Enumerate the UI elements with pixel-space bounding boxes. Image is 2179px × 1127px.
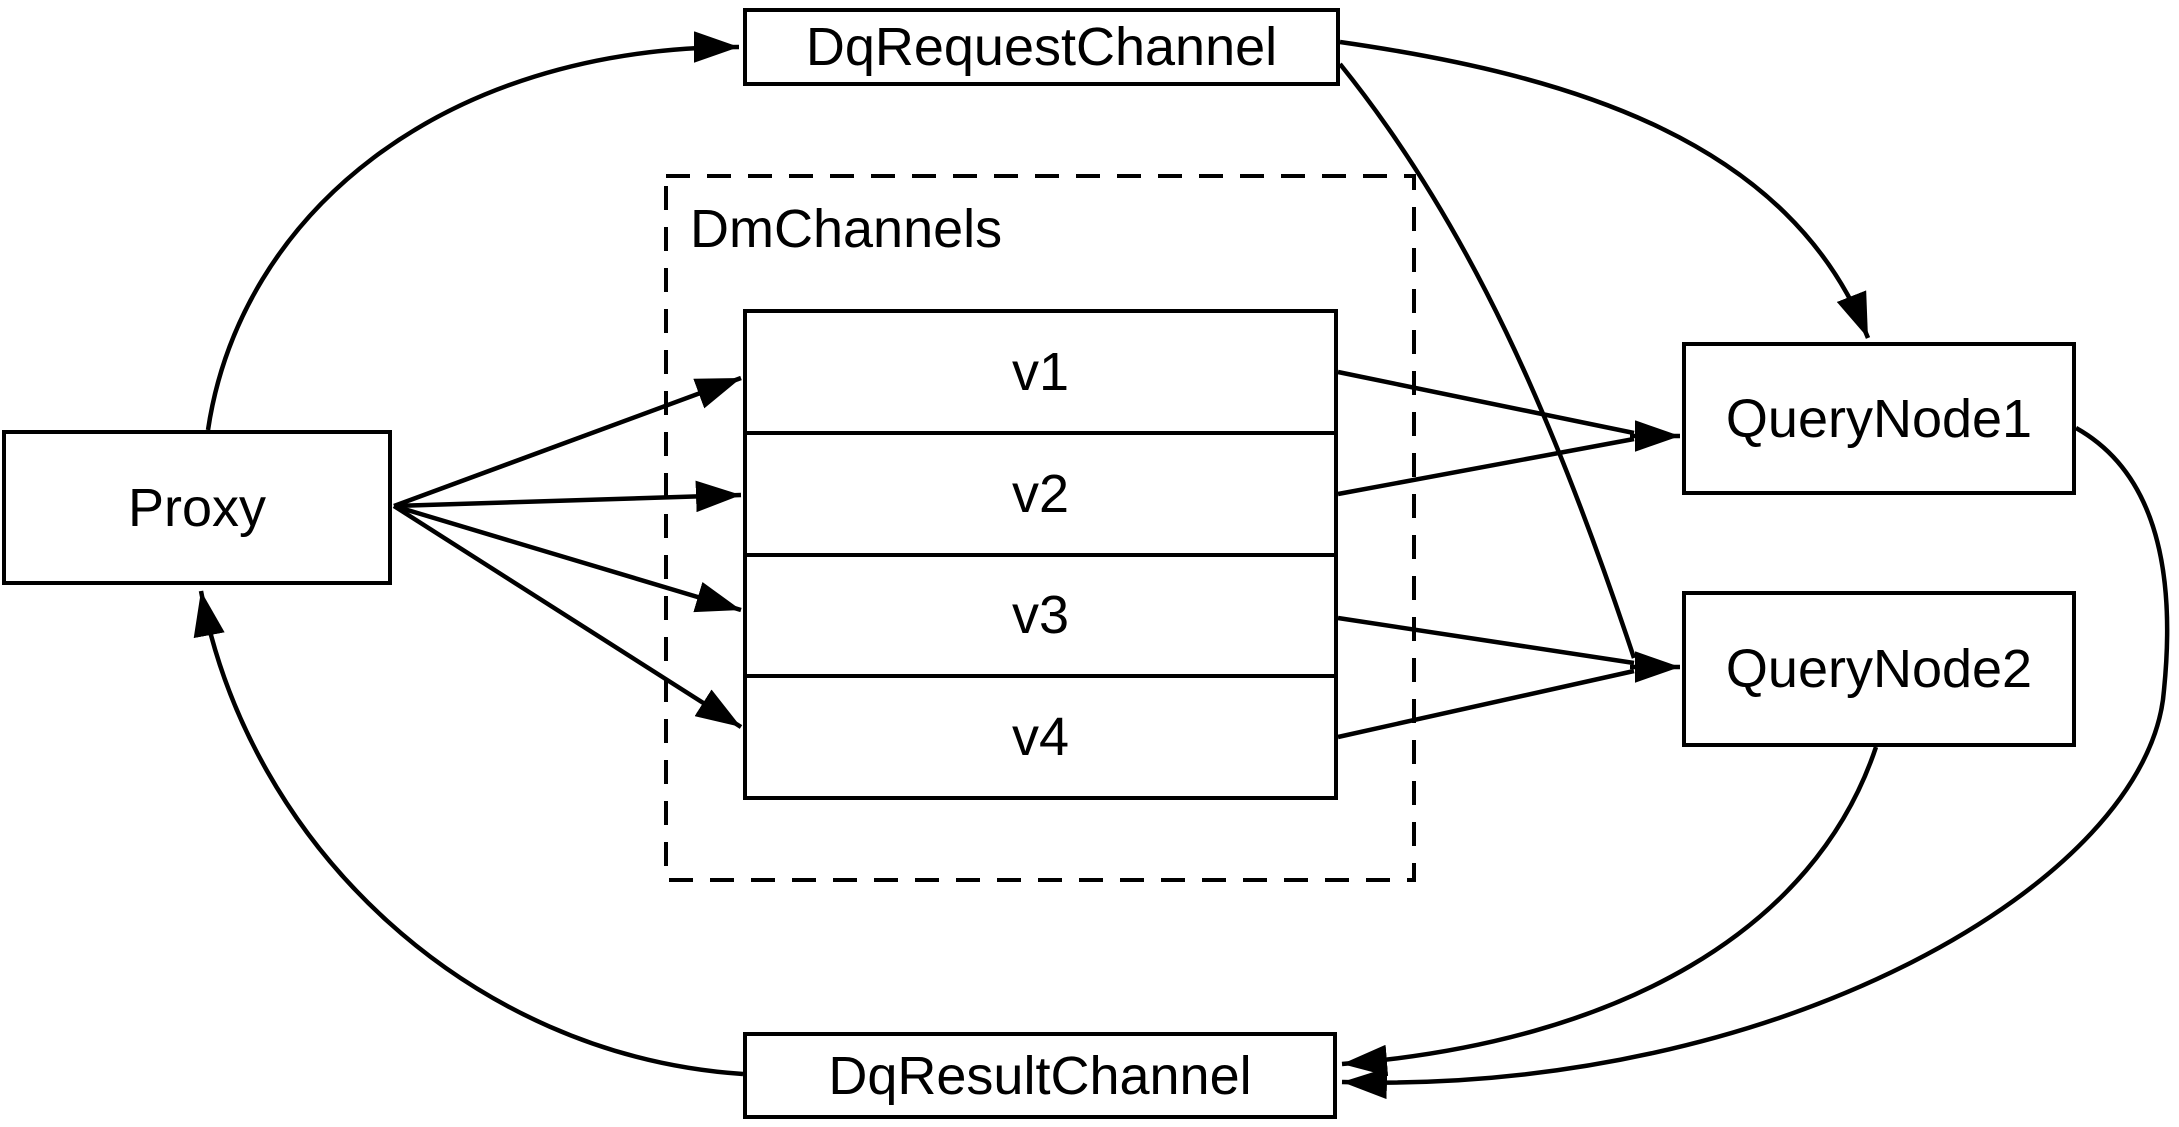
proxy-label: Proxy — [127, 477, 267, 538]
node-proxy: Proxy — [2, 430, 392, 585]
channel-row-v4: v4 — [747, 674, 1334, 796]
edge-v3-to-query-node-2 — [1337, 615, 1635, 666]
edge-query-node-2-to-dq-result-channel — [1341, 746, 1879, 1077]
edge-dq-request-channel-to-query-node-1 — [1339, 39, 1871, 339]
node-dq-request-channel: DqRequestChannel — [743, 8, 1340, 86]
dq-request-channel-label: DqRequestChannel — [805, 17, 1278, 77]
channel-row-v1: v1 — [1011, 341, 1070, 402]
edge-proxy-to-v4 — [392, 504, 743, 729]
dm-channels-table: v1 v2 v3 v4 — [743, 309, 1338, 800]
edge-proxy-to-v1 — [393, 375, 742, 509]
dq-result-channel-label: DqResultChannel — [828, 1045, 1252, 1106]
edge-v1-to-query-node-1 — [1337, 369, 1635, 436]
edge-dq-result-channel-to-proxy — [193, 590, 744, 1077]
query-node-2-label: QueryNode2 — [1725, 639, 2033, 699]
edge-proxy-to-v3 — [393, 503, 742, 613]
edge-v4-to-query-node-2 — [1337, 668, 1635, 740]
edge-proxy-to-v2 — [393, 480, 742, 513]
dm-channels-group-label: DmChannels — [690, 199, 1003, 259]
node-dq-result-channel: DqResultChannel — [743, 1032, 1337, 1119]
dm-channels-group-border — [664, 174, 1416, 882]
node-query-node-2: QueryNode2 — [1682, 591, 2076, 747]
query-node-1-label: QueryNode1 — [1725, 388, 2033, 449]
edge-query-node-1-to-dq-result-channel — [1341, 426, 2170, 1100]
edge-proxy-to-dq-request-channel — [205, 31, 740, 431]
channel-row-v2: v2 — [747, 430, 1334, 553]
node-query-node-1: QueryNode1 — [1682, 342, 2076, 495]
channel-row-v3: v3 — [747, 552, 1334, 675]
edge-dq-request-channel-to-query-node-2 — [1338, 62, 1637, 659]
edge-v2-to-query-node-1 — [1337, 436, 1635, 497]
